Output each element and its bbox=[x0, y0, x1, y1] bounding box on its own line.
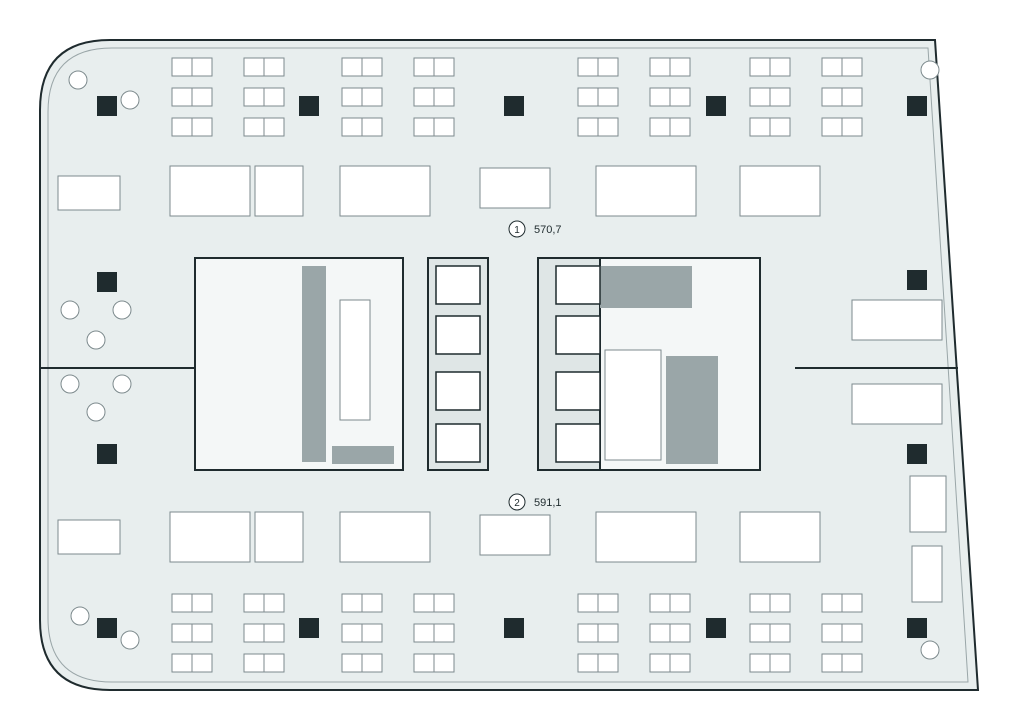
zone-label-1: 1 570,7 bbox=[508, 220, 562, 238]
meeting-table bbox=[595, 511, 697, 563]
building-outline bbox=[39, 39, 980, 691]
meeting-table bbox=[169, 511, 251, 563]
facade-line bbox=[47, 47, 969, 683]
zone-area-1: 570,7 bbox=[534, 224, 562, 236]
meeting-table bbox=[339, 511, 431, 563]
meeting-table bbox=[254, 511, 304, 563]
round-table bbox=[112, 300, 132, 320]
round-table bbox=[70, 606, 90, 626]
meeting-table bbox=[911, 545, 943, 603]
zone-number-2: 2 bbox=[514, 498, 520, 509]
meeting-table bbox=[169, 165, 251, 217]
meeting-table bbox=[57, 519, 121, 555]
meeting-table bbox=[595, 165, 697, 217]
meeting-table bbox=[339, 165, 431, 217]
round-table bbox=[120, 630, 140, 650]
meeting-table bbox=[851, 383, 943, 425]
meeting-table bbox=[254, 165, 304, 217]
desk-clusters bbox=[57, 57, 947, 673]
round-table bbox=[60, 300, 80, 320]
round-table bbox=[86, 402, 106, 422]
round-table bbox=[920, 640, 940, 660]
zone-number-1: 1 bbox=[514, 225, 520, 236]
round-table bbox=[86, 330, 106, 350]
round-table bbox=[920, 60, 940, 80]
round-table bbox=[60, 374, 80, 394]
structural-columns bbox=[97, 96, 927, 638]
meeting-table bbox=[851, 299, 943, 341]
zone-marker-1 bbox=[508, 220, 526, 238]
round-table bbox=[68, 70, 88, 90]
meeting-table bbox=[57, 175, 121, 211]
round-table bbox=[112, 374, 132, 394]
meeting-table bbox=[479, 514, 551, 556]
zone-label-2: 2 591,1 bbox=[508, 493, 562, 511]
round-table bbox=[120, 90, 140, 110]
meeting-table bbox=[739, 511, 821, 563]
meeting-table bbox=[909, 475, 947, 533]
meeting-table bbox=[479, 167, 551, 209]
elevator-group bbox=[435, 265, 601, 463]
zone-marker-2 bbox=[508, 493, 526, 511]
zone-area-2: 591,1 bbox=[534, 497, 562, 509]
meeting-table bbox=[739, 165, 821, 217]
